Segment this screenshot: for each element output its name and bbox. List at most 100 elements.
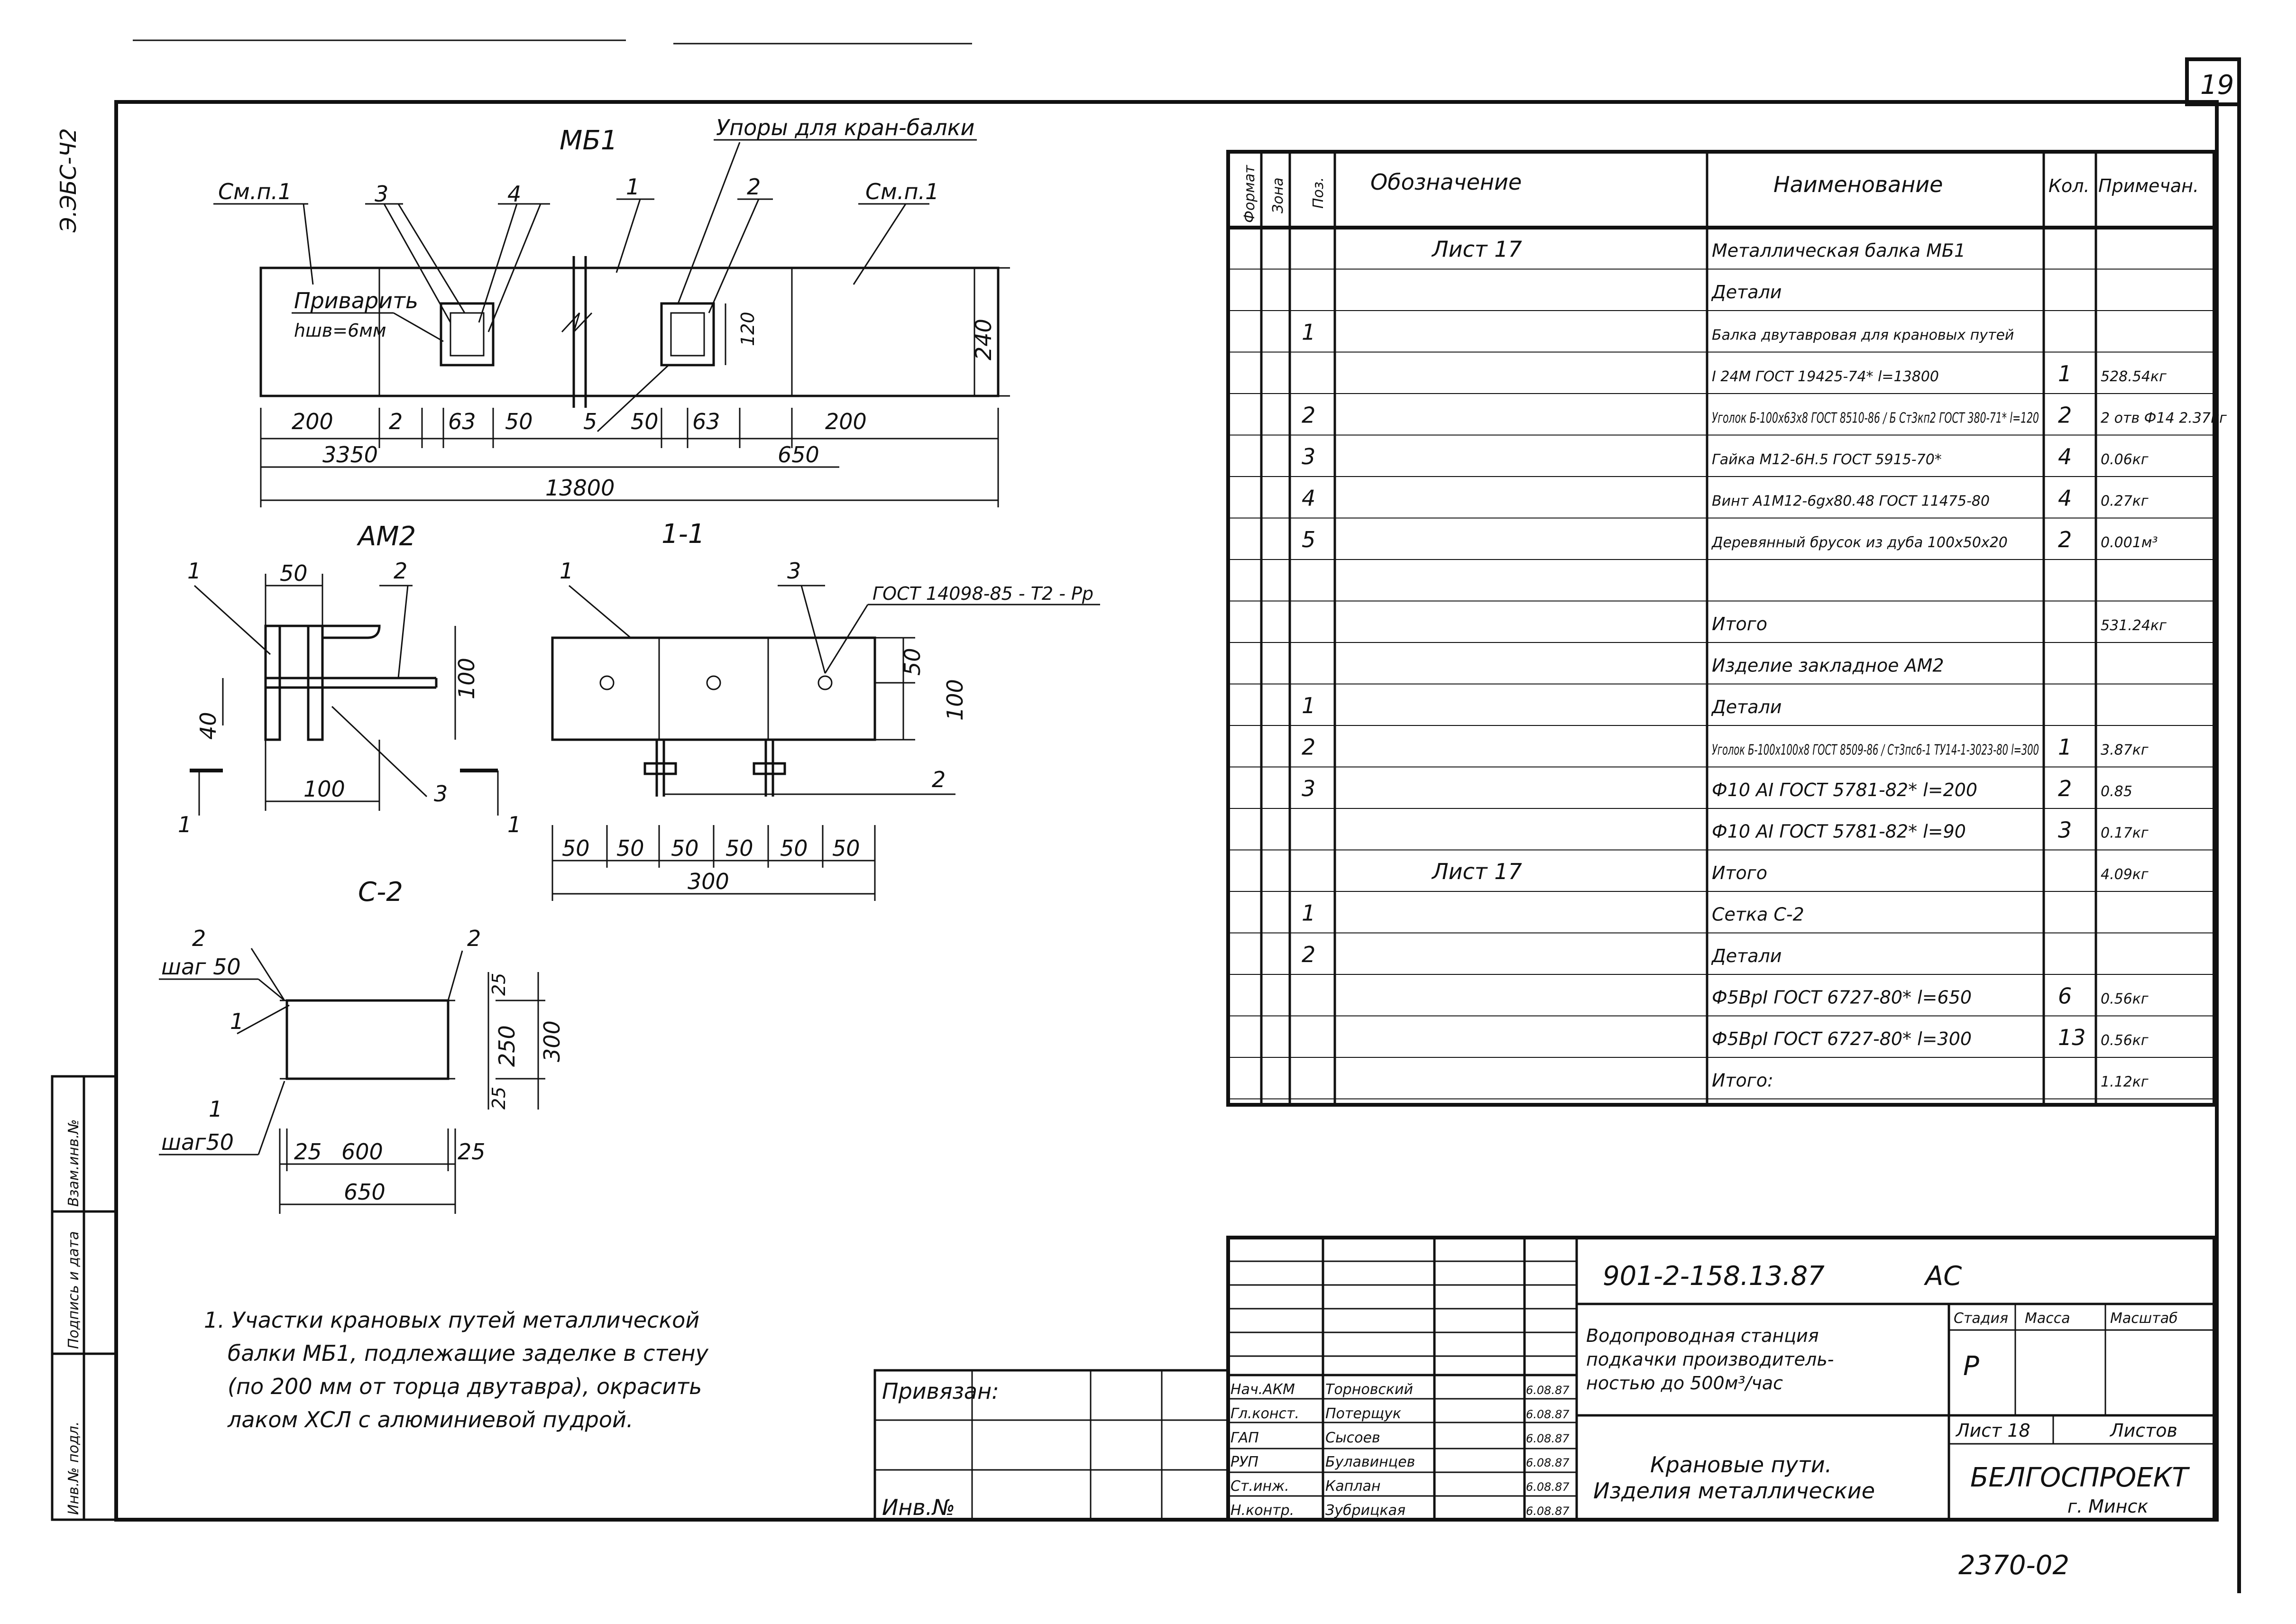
stamp-sign-label: Подпись и дата <box>65 1231 82 1349</box>
table-cell-poz: 1 <box>1302 693 1315 718</box>
am2-title: АМ2 <box>357 521 416 552</box>
c2-dim-25a: 25 <box>294 1139 322 1165</box>
c2-callout-1b: 1 <box>209 1096 222 1122</box>
tb-city: г. Минск <box>2067 1496 2148 1517</box>
sec11-title: 1-1 <box>661 519 705 550</box>
c2-dim-25b: 25 <box>458 1139 486 1165</box>
table-cell-name: Итого <box>1712 614 1767 634</box>
signer-role: Н.контр. <box>1231 1502 1294 1519</box>
table-cell-name: Металлическая балка МБ1 <box>1712 240 1965 261</box>
table-cell-note: 528.54кг <box>2101 368 2167 385</box>
table-cell-name: Уголок Б-100х100х8 ГОСТ 8509-86 / Ст3пс6… <box>1712 742 2039 759</box>
table-cell-name: Ф10 AI ГОСТ 5781-82* l=90 <box>1712 821 1966 842</box>
mb1-beam <box>259 266 1000 397</box>
tb-drawing-2: Изделия металлические <box>1593 1478 1875 1504</box>
view-c2: С-2 2 шаг 50 2 1 1 шаг50 25 250 300 25 2… <box>159 877 565 1214</box>
table-cell-qty: 2 <box>2058 403 2072 428</box>
notes: 1. Участки крановых путей металлической … <box>204 1307 709 1432</box>
signer-date: 6.08.87 <box>1526 1408 1570 1421</box>
mb1-dim-3350: 3350 <box>322 442 378 468</box>
mb1-dim-200a: 200 <box>292 409 333 434</box>
table-cell-oboz: Лист 17 <box>1431 237 1522 262</box>
table-cell-oboz: Лист 17 <box>1431 859 1522 884</box>
th-name: Наименование <box>1773 172 1943 197</box>
mb1-title: МБ1 <box>560 125 617 156</box>
mb1-dim-63b: 63 <box>692 409 720 434</box>
table-cell-poz: 1 <box>1302 900 1315 926</box>
note-line-1: 1. Участки крановых путей металлической <box>204 1307 699 1333</box>
c2-dim-25v2: 25 <box>488 1087 509 1110</box>
table-cell-poz: 1 <box>1302 320 1315 345</box>
mb1-callout-5: 5 <box>583 409 597 434</box>
sec11-gost: ГОСТ 14098-85 - Т2 - Рр <box>872 583 1093 604</box>
mb1-dim-63a: 63 <box>448 409 476 434</box>
mb1-dim-240: 240 <box>971 319 996 360</box>
table-cell-name: Итого: <box>1712 1070 1773 1091</box>
view-section-1-1: 1-1 1 3 ГОСТ 14098-85 - Т2 - Рр 2 50 100 <box>551 519 1100 901</box>
table-cell-note: 3.87кг <box>2101 742 2149 759</box>
signer-name: Потерщук <box>1325 1405 1401 1422</box>
table-cell-name: Детали <box>1711 697 1782 717</box>
table-cell-qty: 6 <box>2058 983 2072 1009</box>
sec11-plate <box>551 636 876 741</box>
sec11-dim-50-2: 50 <box>616 835 644 861</box>
c2-step-top: шаг 50 <box>161 954 241 980</box>
tb-doc-code: 901-2-158.13.87 <box>1603 1261 1825 1292</box>
side-stamp: Инв.№ подл. Подпись и дата Взам.инв.№ <box>51 1075 118 1521</box>
mb1-dim-13800: 13800 <box>545 475 615 501</box>
table-cell-note: 0.56кг <box>2101 991 2149 1008</box>
table-cell-note: 0.56кг <box>2101 1032 2149 1049</box>
note-line-3: (по 200 мм от торца двутавра), окрасить <box>228 1374 702 1399</box>
table-cell-name: Детали <box>1711 945 1782 966</box>
c2-callout-2b: 2 <box>467 926 481 951</box>
table-cell-qty: 1 <box>2058 734 2072 760</box>
table-cell-qty: 2 <box>2058 776 2072 801</box>
page-number: 19 <box>2200 70 2234 101</box>
sec11-dim-100v: 100 <box>942 679 968 721</box>
view-am2: АМ2 50 1 2 3 40 100 1 1 <box>178 521 521 837</box>
c2-callout-1a: 1 <box>230 1009 244 1034</box>
c2-dim-300: 300 <box>539 1020 565 1062</box>
tb-stage: Р <box>1963 1351 1979 1382</box>
sec11-callout-2: 2 <box>932 767 946 792</box>
tb-object-3: ностью до 500м³/час <box>1586 1373 1783 1394</box>
sec11-dim-50-3: 50 <box>671 835 699 861</box>
table-cell-name: Ф5ВрI ГОСТ 6727-80* l=300 <box>1712 1028 1972 1049</box>
table-cell-poz: 4 <box>1302 486 1315 511</box>
table-cell-qty: 13 <box>2058 1025 2086 1050</box>
table-cell-name: I 24М ГОСТ 19425-74* l=13800 <box>1712 368 1939 385</box>
c2-title: С-2 <box>358 877 403 908</box>
table-cell-name: Деревянный брусок из дуба 100х50х20 <box>1711 534 2008 551</box>
mb1-supports-label: Упоры для кран-балки <box>716 115 974 140</box>
c2-step-bot: шаг50 <box>161 1129 234 1155</box>
table-cell-note: 531.24кг <box>2101 617 2167 634</box>
tb-object-2: подкачки производитель- <box>1586 1349 1834 1370</box>
mb1-dim-650: 650 <box>778 442 819 468</box>
c2-callout-2a: 2 <box>192 926 206 951</box>
th-format: Формат <box>1241 165 1258 223</box>
am2-callout-1b: 1 <box>178 812 192 837</box>
table-cell-note: 2 отв Ф14 2.37кг <box>2101 410 2227 427</box>
signer-date: 6.08.87 <box>1526 1505 1570 1518</box>
table-cell-qty: 4 <box>2058 486 2072 511</box>
c2-dim-250: 250 <box>494 1025 520 1067</box>
table-cell-note: 0.27кг <box>2101 493 2149 510</box>
signer-date: 6.08.87 <box>1526 1384 1570 1397</box>
table-cell-qty: 2 <box>2058 527 2072 552</box>
table-cell-poz: 2 <box>1302 734 1315 760</box>
tb-sheet: Лист 18 <box>1955 1420 2030 1441</box>
tb-mark: АС <box>1924 1261 1962 1292</box>
mb1-callout-2: 2 <box>747 174 761 200</box>
table-cell-note: 0.85 <box>2101 783 2132 800</box>
mb1-dim-2: 2 <box>389 409 403 434</box>
signer-name: Сысоев <box>1325 1430 1380 1446</box>
mb1-callout-4: 4 <box>507 181 521 207</box>
table-cell-poz: 3 <box>1302 444 1315 469</box>
mb1-dim-120: 120 <box>737 312 758 346</box>
table-cell-poz: 3 <box>1302 776 1315 801</box>
th-qty: Кол. <box>2048 175 2090 196</box>
bottom-code: 2370-02 <box>1958 1550 2069 1581</box>
mb1-callout-1: 1 <box>626 174 640 200</box>
note-line-2: балки МБ1, подлежащие заделке в стену <box>228 1340 709 1366</box>
